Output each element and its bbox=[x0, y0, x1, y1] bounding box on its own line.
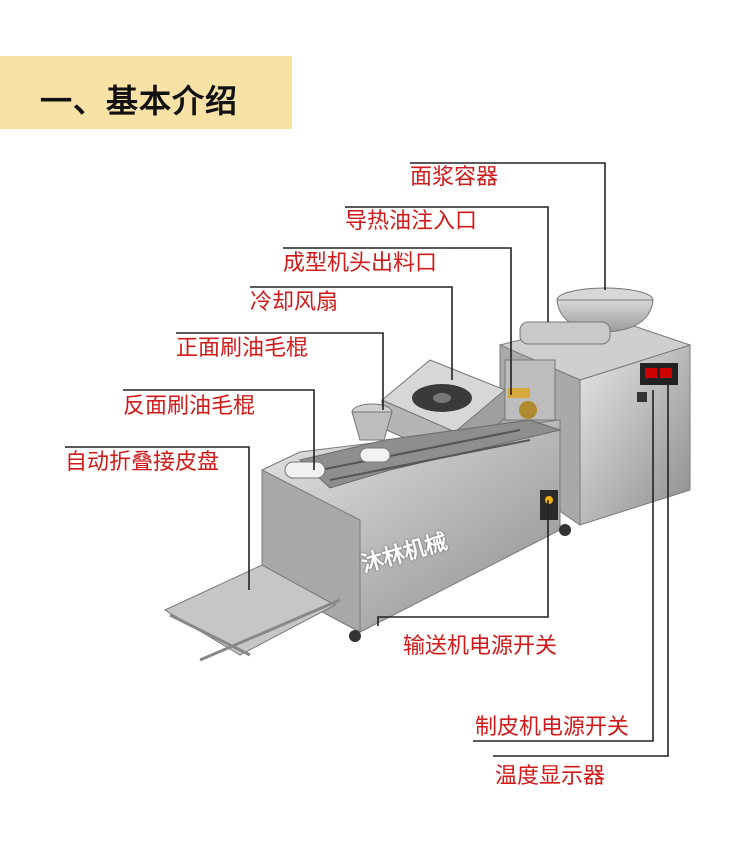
label-cooling-fan: 冷却风扇 bbox=[250, 290, 339, 315]
fold-tray bbox=[163, 564, 341, 662]
forming-head bbox=[504, 359, 556, 421]
batter-bowl bbox=[519, 287, 654, 345]
label-back-oil-brush-roller: 反面刷油毛棍 bbox=[123, 394, 256, 419]
label-sheet-machine-power-switch: 制皮机电源开关 bbox=[475, 715, 630, 740]
leader-lines bbox=[65, 162, 669, 757]
label-conveyor-power-switch: 输送机电源开关 bbox=[403, 634, 558, 659]
label-batter-container: 面浆容器 bbox=[410, 165, 499, 190]
section-title: 一、基本介绍 bbox=[40, 82, 239, 120]
label-front-oil-brush-roller: 正面刷油毛棍 bbox=[176, 336, 309, 361]
label-forming-head-outlet: 成型机头出料口 bbox=[283, 251, 438, 276]
wheel-rear bbox=[559, 524, 571, 536]
section-header-band bbox=[0, 56, 292, 129]
wheel-front bbox=[349, 630, 361, 642]
label-temperature-display: 温度显示器 bbox=[495, 764, 606, 789]
oil-brush-rollers bbox=[284, 403, 393, 479]
label-auto-fold-tray: 自动折叠接皮盘 bbox=[65, 450, 220, 475]
label-heat-oil-inlet: 导热油注入口 bbox=[345, 209, 478, 234]
